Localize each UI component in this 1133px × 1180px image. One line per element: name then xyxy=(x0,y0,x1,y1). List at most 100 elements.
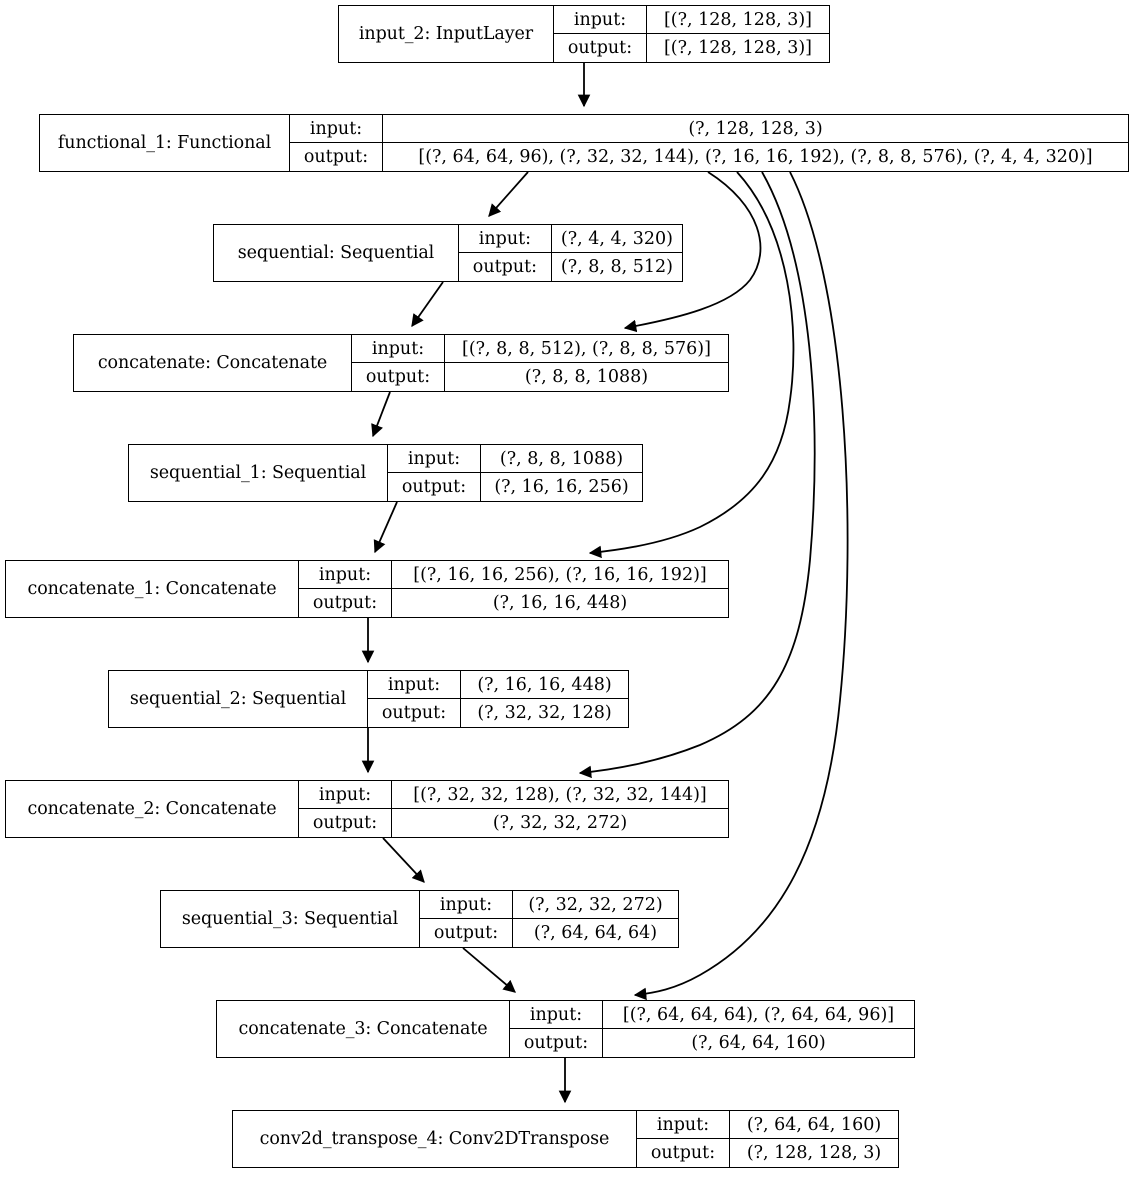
io-row-output: output: (?, 16, 16, 448) xyxy=(299,589,728,617)
io-row-input: input: [(?, 8, 8, 512), (?, 8, 8, 576)] xyxy=(352,335,728,363)
io-row-input: input: [(?, 64, 64, 64), (?, 64, 64, 96)… xyxy=(510,1001,914,1029)
output-shape: (?, 8, 8, 1088) xyxy=(524,367,649,387)
io-row-output: output: (?, 32, 32, 128) xyxy=(368,699,628,727)
input-shape: [(?, 32, 32, 128), (?, 32, 32, 144)] xyxy=(413,784,707,805)
node-sequential_1[interactable]: sequential_1: Sequential input: (?, 8, 8… xyxy=(128,444,643,502)
io-row-input: input: [(?, 128, 128, 3)] xyxy=(554,6,829,34)
node-concatenate_2[interactable]: concatenate_2: Concatenate input: [(?, 3… xyxy=(5,780,729,838)
node-title: sequential_3: Sequential xyxy=(181,909,399,929)
io-row-input: input: (?, 128, 128, 3) xyxy=(290,115,1128,143)
input-shape: [(?, 64, 64, 64), (?, 64, 64, 96)] xyxy=(622,1004,895,1025)
input-label: input: xyxy=(420,891,513,918)
io-row-input: input: (?, 32, 32, 272) xyxy=(420,891,678,919)
io-row-output: output: (?, 64, 64, 160) xyxy=(510,1029,914,1057)
input-shape: (?, 128, 128, 3) xyxy=(688,118,823,139)
output-shape: (?, 32, 32, 272) xyxy=(492,813,628,833)
input-label: input: xyxy=(510,1001,603,1028)
input-shape: (?, 16, 16, 448) xyxy=(477,674,612,695)
output-shape: (?, 64, 64, 160) xyxy=(691,1033,826,1053)
output-label: output: xyxy=(299,809,392,837)
io-row-input: input: (?, 4, 4, 320) xyxy=(458,225,682,253)
input-label: input: xyxy=(459,225,552,252)
io-row-output: output: (?, 32, 32, 272) xyxy=(299,809,728,837)
node-title: conv2d_transpose_4: Conv2DTranspose xyxy=(259,1129,610,1149)
edge-sequential3-to-concatenate3 xyxy=(462,947,516,993)
output-shape: [(?, 128, 128, 3)] xyxy=(663,38,812,58)
input-label: input: xyxy=(290,115,383,142)
node-title: functional_1: Functional xyxy=(57,133,272,153)
node-title: concatenate_2: Concatenate xyxy=(27,799,277,819)
output-shape: (?, 64, 64, 64) xyxy=(533,923,658,943)
io-block: input: [(?, 16, 16, 256), (?, 16, 16, 19… xyxy=(298,561,728,617)
node-concatenate_3[interactable]: concatenate_3: Concatenate input: [(?, 6… xyxy=(216,1000,915,1058)
io-row-output: output: [(?, 128, 128, 3)] xyxy=(554,34,829,62)
input-label: input: xyxy=(352,335,445,362)
io-row-output: output: (?, 8, 8, 512) xyxy=(459,253,682,281)
node-title: input_2: InputLayer xyxy=(358,24,534,44)
io-row-input: input: (?, 16, 16, 448) xyxy=(368,671,628,699)
output-label: output: xyxy=(368,699,461,727)
io-row-input: input: (?, 64, 64, 160) xyxy=(637,1111,898,1139)
output-label: output: xyxy=(352,363,445,391)
node-title: sequential_2: Sequential xyxy=(129,689,347,709)
output-shape: (?, 8, 8, 512) xyxy=(560,257,673,277)
output-label: output: xyxy=(388,473,481,501)
input-shape: [(?, 8, 8, 512), (?, 8, 8, 576)] xyxy=(462,338,711,359)
node-title: concatenate_3: Concatenate xyxy=(238,1019,488,1039)
node-conv2d_transpose_4[interactable]: conv2d_transpose_4: Conv2DTranspose inpu… xyxy=(232,1110,899,1168)
io-block: input: [(?, 32, 32, 128), (?, 32, 32, 14… xyxy=(298,781,728,837)
io-row-output: output: (?, 8, 8, 1088) xyxy=(352,363,728,391)
input-label: input: xyxy=(637,1111,730,1138)
output-shape: (?, 128, 128, 3) xyxy=(746,1143,882,1163)
io-row-output: output: [(?, 64, 64, 96), (?, 32, 32, 14… xyxy=(290,143,1128,171)
node-sequential_2[interactable]: sequential_2: Sequential input: (?, 16, … xyxy=(108,670,629,728)
node-concatenate[interactable]: concatenate: Concatenate input: [(?, 8, … xyxy=(73,334,729,392)
io-block: input: (?, 64, 64, 160) output: (?, 128,… xyxy=(636,1111,898,1167)
edge-functional1-to-sequential xyxy=(488,171,529,217)
output-shape: (?, 32, 32, 128) xyxy=(477,703,612,723)
input-label: input: xyxy=(554,6,647,33)
io-row-input: input: [(?, 16, 16, 256), (?, 16, 16, 19… xyxy=(299,561,728,589)
io-block: input: (?, 32, 32, 272) output: (?, 64, … xyxy=(419,891,678,947)
node-sequential_3[interactable]: sequential_3: Sequential input: (?, 32, … xyxy=(160,890,679,948)
input-label: input: xyxy=(388,445,481,472)
io-block: input: [(?, 128, 128, 3)] output: [(?, 1… xyxy=(553,6,829,62)
output-label: output: xyxy=(299,589,392,617)
node-sequential[interactable]: sequential: Sequential input: (?, 4, 4, … xyxy=(213,224,683,282)
node-title: concatenate_1: Concatenate xyxy=(27,579,277,599)
output-shape: [(?, 64, 64, 96), (?, 32, 32, 144), (?, … xyxy=(418,147,1093,167)
output-shape: (?, 16, 16, 256) xyxy=(494,477,629,497)
io-block: input: (?, 8, 8, 1088) output: (?, 16, 1… xyxy=(387,445,642,501)
io-block: input: (?, 4, 4, 320) output: (?, 8, 8, … xyxy=(457,225,682,281)
node-title: sequential: Sequential xyxy=(237,243,435,263)
node-input_2[interactable]: input_2: InputLayer input: [(?, 128, 128… xyxy=(338,5,830,63)
io-block: input: [(?, 64, 64, 64), (?, 64, 64, 96)… xyxy=(509,1001,914,1057)
output-label: output: xyxy=(459,253,552,281)
node-title: concatenate: Concatenate xyxy=(97,353,328,373)
node-functional_1[interactable]: functional_1: Functional input: (?, 128,… xyxy=(39,114,1129,172)
output-shape: (?, 16, 16, 448) xyxy=(492,593,628,613)
io-row-input: input: (?, 8, 8, 1088) xyxy=(388,445,642,473)
input-shape: (?, 32, 32, 272) xyxy=(528,894,663,915)
io-row-input: input: [(?, 32, 32, 128), (?, 32, 32, 14… xyxy=(299,781,728,809)
input-shape: (?, 64, 64, 160) xyxy=(746,1114,882,1135)
output-label: output: xyxy=(554,34,647,62)
io-row-output: output: (?, 64, 64, 64) xyxy=(420,919,678,947)
io-block: input: [(?, 8, 8, 512), (?, 8, 8, 576)] … xyxy=(351,335,728,391)
output-label: output: xyxy=(637,1139,730,1167)
edge-concatenate2-to-sequential3 xyxy=(382,837,425,883)
output-label: output: xyxy=(290,143,383,171)
node-title: sequential_1: Sequential xyxy=(149,463,367,483)
io-row-output: output: (?, 128, 128, 3) xyxy=(637,1139,898,1167)
io-block: input: (?, 128, 128, 3) output: [(?, 64,… xyxy=(289,115,1128,171)
edge-concatenate-to-sequential1 xyxy=(371,391,391,438)
input-shape: [(?, 128, 128, 3)] xyxy=(663,9,812,30)
input-label: input: xyxy=(299,781,392,808)
output-label: output: xyxy=(420,919,513,947)
input-shape: [(?, 16, 16, 256), (?, 16, 16, 192)] xyxy=(413,564,707,585)
edge-sequential-to-concatenate xyxy=(411,281,444,328)
node-concatenate_1[interactable]: concatenate_1: Concatenate input: [(?, 1… xyxy=(5,560,729,618)
input-shape: (?, 8, 8, 1088) xyxy=(499,448,624,469)
input-label: input: xyxy=(368,671,461,698)
